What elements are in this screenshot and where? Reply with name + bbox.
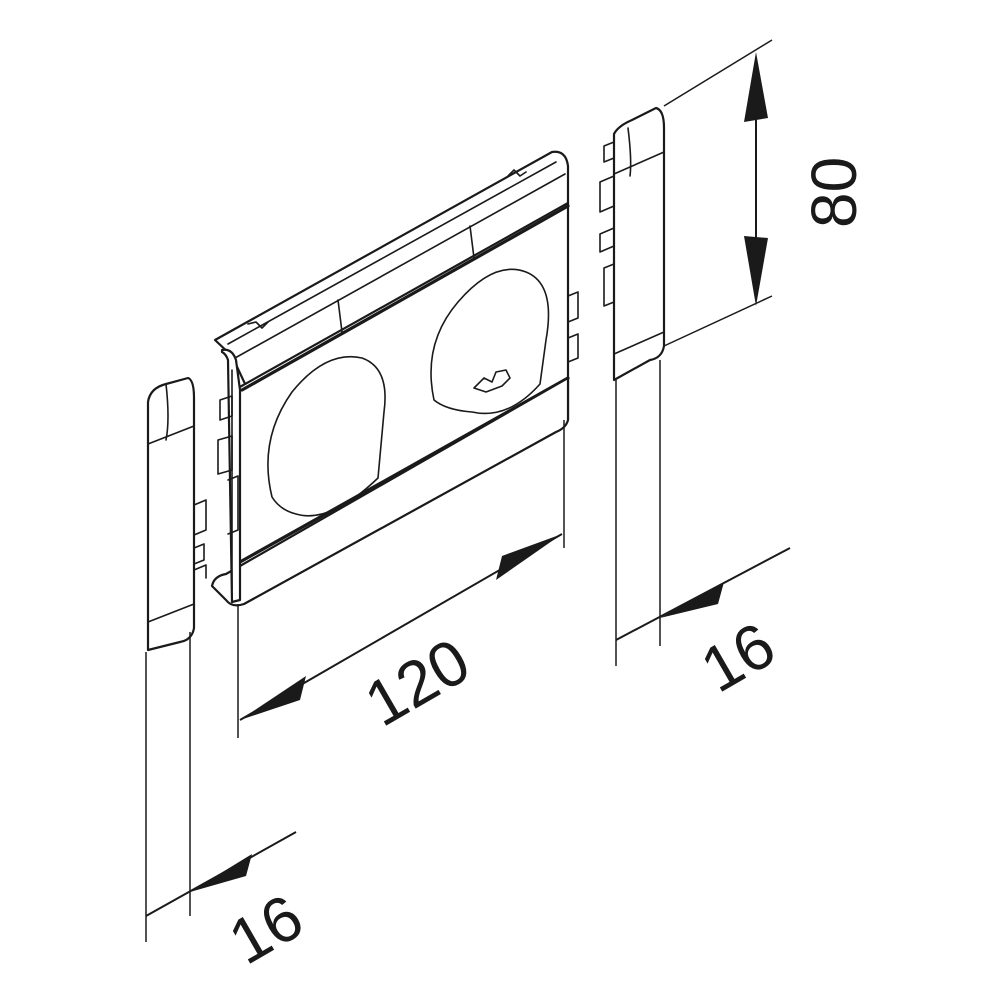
- socket-opening-right: [430, 268, 550, 415]
- dimension-height: [663, 39, 773, 347]
- dimension-left-cap: [145, 632, 297, 942]
- main-plate: [210, 150, 579, 607]
- dimension-right-cap: [615, 360, 791, 666]
- dimension-left-cap-label: 16: [217, 880, 315, 978]
- right-end-cap: [599, 106, 666, 382]
- dimension-height-label: 80: [798, 157, 870, 228]
- dimension-width-label: 120: [353, 624, 481, 740]
- dimension-right-cap-label: 16: [689, 608, 787, 706]
- dimension-width: [237, 420, 565, 738]
- socket-opening-left: [267, 356, 386, 517]
- left-end-cap: [146, 376, 207, 652]
